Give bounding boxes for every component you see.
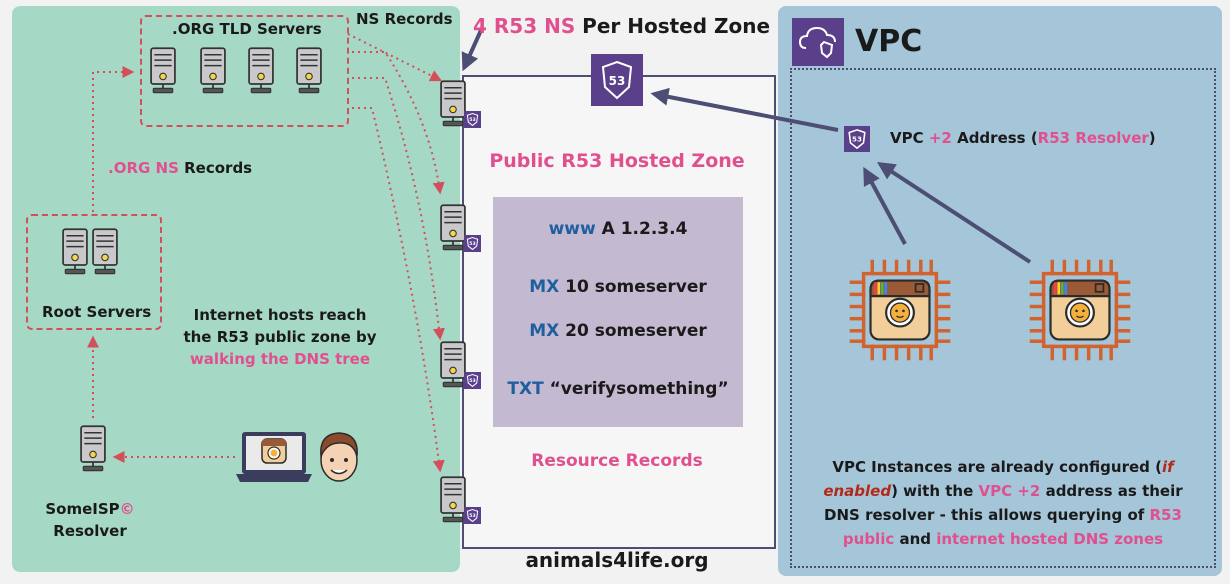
org-ns-prefix: .ORG NS (108, 159, 179, 177)
internet-hosts-line3: walking the DNS tree (189, 350, 371, 368)
root-server-icon (62, 228, 88, 276)
isp-resolver-label: SomeISP© Resolver (30, 498, 150, 542)
root-servers-label: Root Servers (42, 303, 152, 321)
r53-shield-icon (464, 507, 481, 524)
resolver-part4: R53 Resolver (1037, 129, 1149, 147)
tld-to-ns4-arrow (352, 107, 445, 473)
note-b2: ) with the (891, 482, 979, 500)
note-b1: enabled (823, 482, 892, 500)
internet-zone-panel (12, 6, 460, 572)
resolver-label: VPC +2 Address (R53 Resolver) (890, 129, 1156, 147)
record-type: www (548, 219, 596, 239)
r53-shield-icon (464, 372, 481, 389)
note-a2: if (1161, 458, 1174, 476)
record-row: MX 10 someserver (493, 277, 743, 297)
title-prefix: 4 R53 NS (473, 14, 576, 38)
root-server-icon (92, 228, 118, 276)
resolver-part2: +2 (928, 129, 952, 147)
ec2-instance-icon (848, 258, 952, 362)
r53-shield-icon (464, 235, 481, 252)
record-type: MX (529, 277, 560, 297)
vpc-title: VPC (855, 24, 923, 59)
note-d3: internet hosted DNS zones (936, 530, 1164, 548)
record-row: MX 20 someserver (493, 321, 743, 341)
tld-to-ns2-arrow (352, 51, 445, 195)
vpc-note: VPC Instances are already configured (if… (800, 455, 1206, 551)
hosted-zone-title: Public R53 Hosted Zone (489, 150, 745, 172)
r53-ns-server-icon (440, 341, 466, 389)
domain-label: animals4life.org (525, 548, 709, 572)
r53-ns-server-icon (440, 80, 466, 128)
org-tld-group (140, 15, 349, 127)
record-value: 10 someserver (559, 277, 707, 297)
note-d2: and (894, 530, 937, 548)
note-c2: R53 (1149, 506, 1182, 524)
record-row: www A 1.2.3.4 (493, 219, 743, 239)
instance1-to-resolver-arrow (863, 166, 907, 245)
isp-resolver-server-icon (80, 425, 106, 473)
org-ns-suffix: Records (178, 159, 253, 177)
org-ns-records-label: .ORG NS Records (108, 159, 252, 177)
tld-server-icon (150, 47, 176, 95)
note-b3: VPC +2 (978, 482, 1041, 500)
tld-to-ns1-arrow (347, 33, 443, 82)
tld-to-ns3-arrow (352, 77, 445, 341)
tld-server-icon (296, 47, 322, 95)
resolver-part3: Address ( (951, 129, 1038, 147)
title-suffix: Per Hosted Zone (575, 14, 771, 38)
note-b4: address as their (1040, 482, 1183, 500)
zone-title: 4 R53 NS Per Hosted Zone (473, 14, 770, 38)
note-a1: VPC Instances are already configured ( (832, 458, 1162, 476)
record-value: “verifysomething” (543, 379, 729, 399)
org-tld-label: .ORG TLD Servers (172, 20, 322, 38)
user-avatar-icon (320, 432, 358, 482)
route53-shield-icon: 53 (601, 60, 633, 100)
resolver-to-zone-arrow (650, 87, 839, 132)
record-value: A 1.2.3.4 (595, 219, 688, 239)
record-type: TXT (507, 379, 544, 399)
ns-records-label: NS Records (356, 10, 453, 28)
route53-badge-text: 53 (609, 74, 626, 88)
root-to-tld-arrow (92, 66, 135, 212)
record-value: 20 someserver (559, 321, 707, 341)
note-c1: DNS resolver - this allows querying of (824, 506, 1150, 524)
laptop-icon (236, 432, 312, 482)
vpc-panel (778, 6, 1222, 576)
isp-mark: © (119, 500, 135, 518)
record-row: TXT “verifysomething” (493, 379, 743, 399)
r53-shield-icon (464, 111, 481, 128)
internet-hosts-line2: the R53 public zone by (183, 328, 377, 346)
note-d1: public (842, 530, 895, 548)
isp-name: SomeISP (45, 500, 120, 518)
title-arrow (461, 27, 484, 72)
vpc-boundary (790, 68, 1216, 568)
r53-ns-server-icon (440, 204, 466, 252)
resource-records-label: Resource Records (531, 451, 703, 471)
tld-server-icon (200, 47, 226, 95)
isp-line2: Resolver (53, 522, 127, 540)
internet-hosts-text: Internet hosts reach the R53 public zone… (178, 304, 382, 370)
r53-resolver-icon (844, 126, 870, 152)
internet-hosts-line1: Internet hosts reach (193, 306, 367, 324)
resolver-part1: VPC (890, 129, 929, 147)
resolver-part5: ) (1148, 129, 1156, 147)
vpc-cloud-icon (798, 26, 836, 59)
tld-server-icon (248, 47, 274, 95)
root-servers-group (26, 214, 162, 330)
route53-badge: 53 (591, 54, 643, 106)
record-type: MX (529, 321, 560, 341)
resource-records-box: www A 1.2.3.4 MX 10 someserver MX 20 som… (493, 197, 743, 427)
vpc-badge (792, 18, 844, 66)
ec2-instance-icon (1028, 258, 1132, 362)
r53-ns-server-icon (440, 476, 466, 524)
instance2-to-resolver-arrow (876, 162, 1032, 264)
